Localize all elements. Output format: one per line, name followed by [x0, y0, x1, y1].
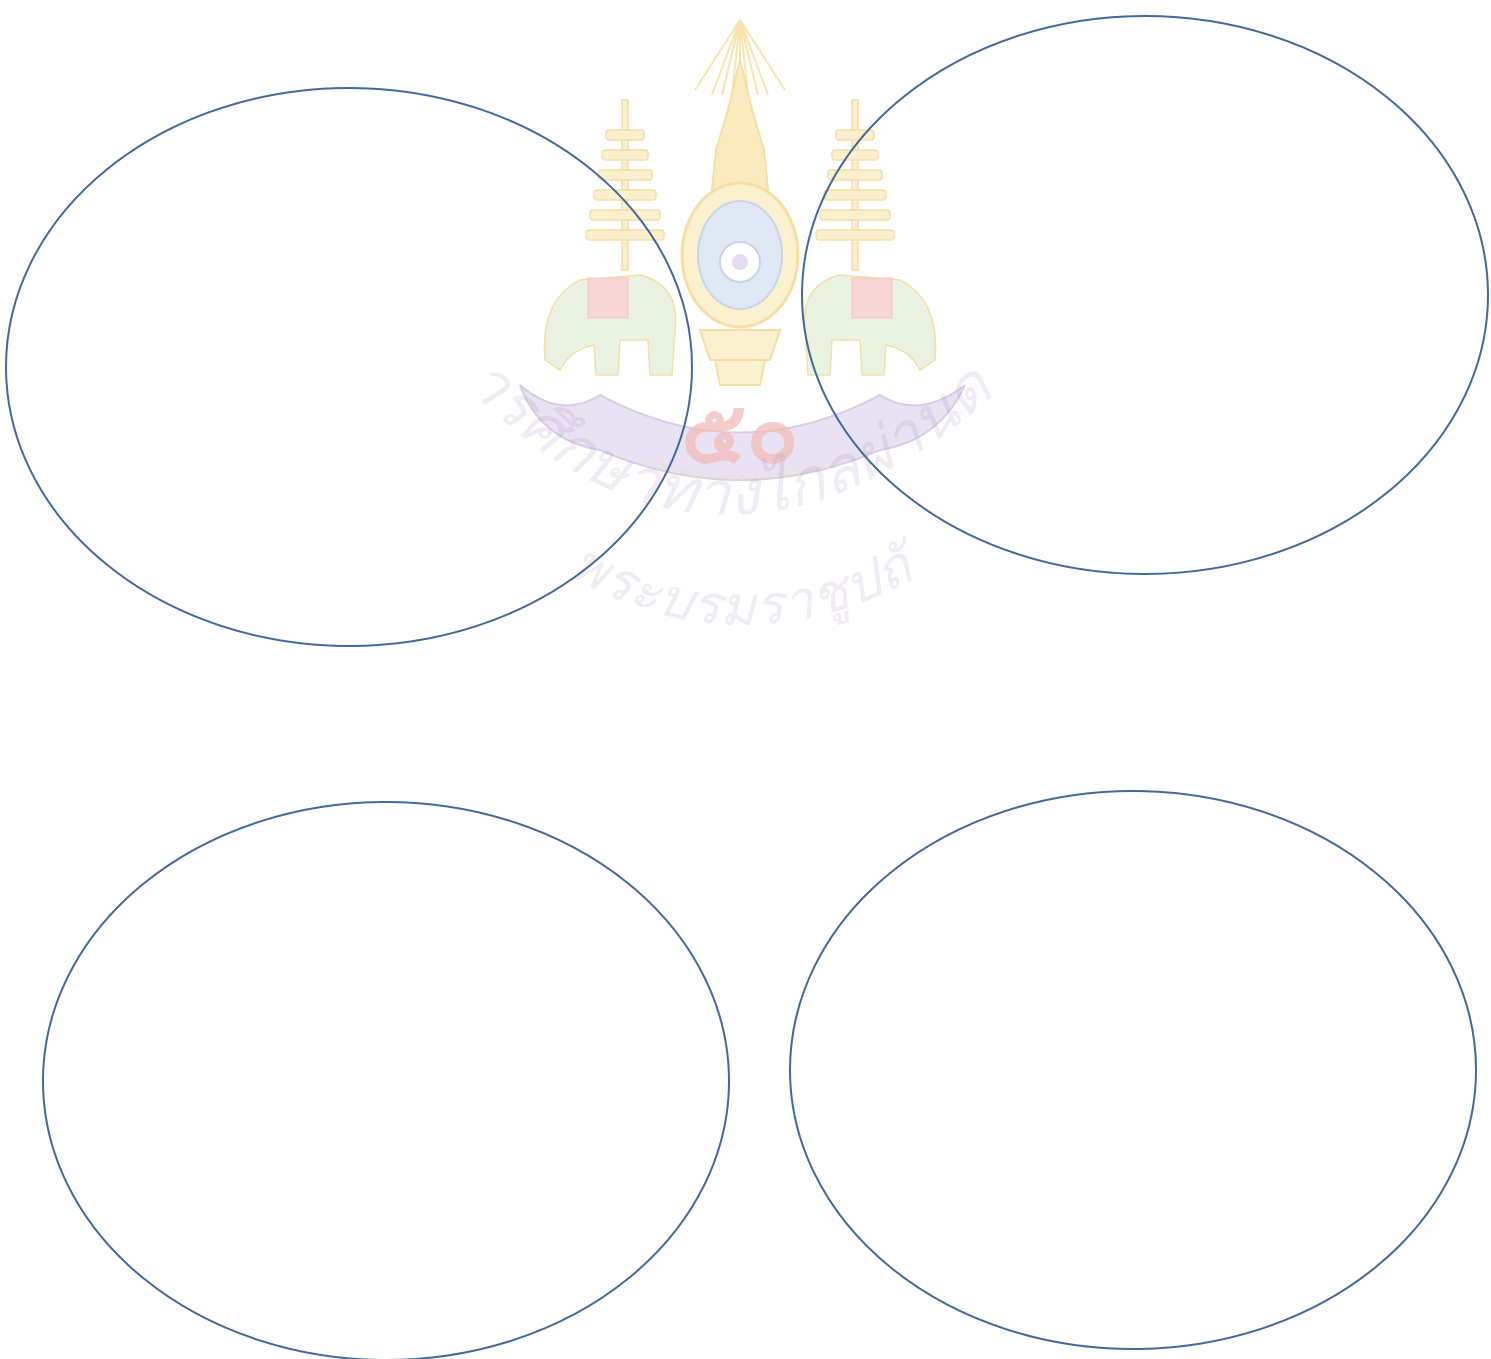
right-elephant — [804, 275, 935, 375]
left-umbrella — [586, 100, 664, 270]
left-elephant — [544, 275, 675, 375]
right-umbrella — [816, 100, 894, 270]
central-medallion — [682, 183, 798, 327]
ellipse-bottom-right — [790, 791, 1476, 1349]
watermark-arc-line-2: ในพระบรมราชูปถัมภ์ — [0, 0, 931, 638]
crown — [712, 60, 768, 190]
pedestal — [700, 330, 780, 385]
ellipse-bottom-left — [43, 802, 729, 1359]
